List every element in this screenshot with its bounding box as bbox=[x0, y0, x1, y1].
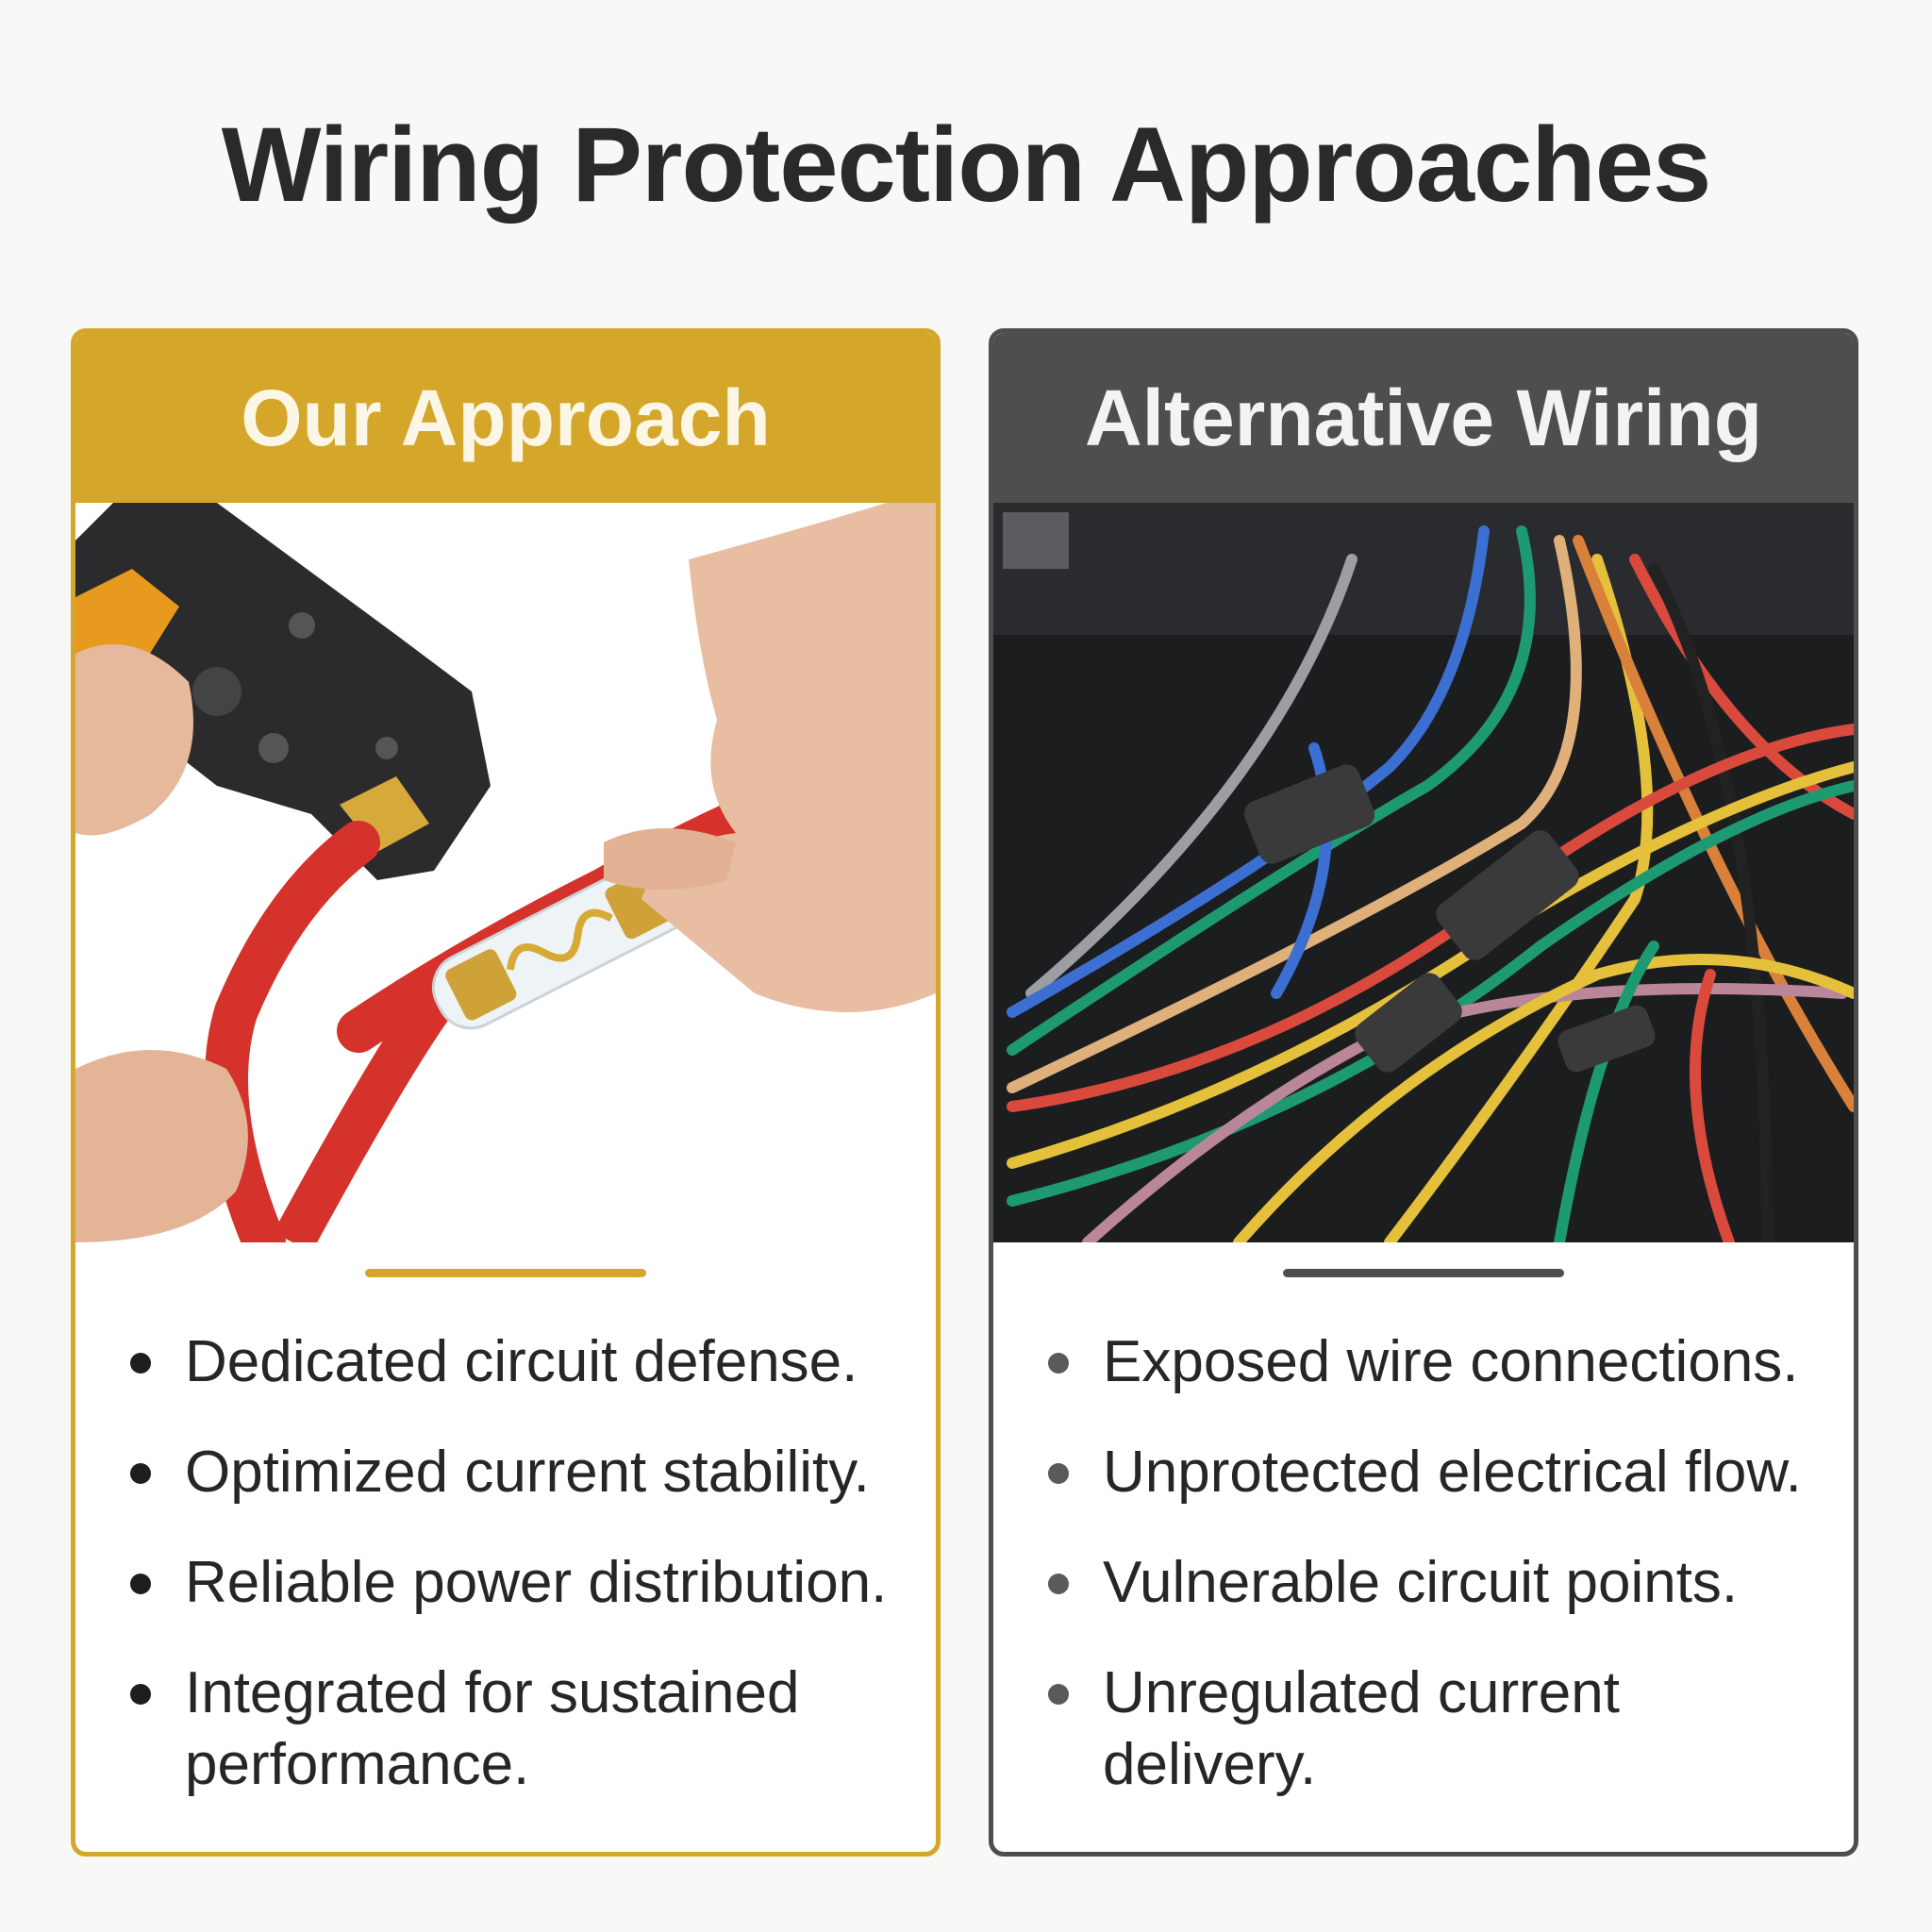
fuse-crimping-illustration bbox=[75, 503, 936, 1242]
fuse-crimping-photo bbox=[75, 503, 936, 1242]
list-item: Reliable power distribution. bbox=[130, 1547, 898, 1619]
bullet-dot-icon bbox=[130, 1463, 151, 1484]
list-item: Integrated for sustained performance. bbox=[130, 1657, 898, 1801]
list-item: Unregulated current delivery. bbox=[1048, 1657, 1816, 1801]
bullet-text: Unprotected electrical flow. bbox=[1103, 1440, 1802, 1505]
bullet-text: Optimized current stability. bbox=[185, 1440, 870, 1505]
list-item: Dedicated circuit defense. bbox=[130, 1326, 898, 1398]
our-approach-bullet-list: Dedicated circuit defense. Optimized cur… bbox=[75, 1326, 936, 1801]
list-item: Vulnerable circuit points. bbox=[1048, 1547, 1816, 1619]
alternative-wiring-bullet-list: Exposed wire connections. Unprotected el… bbox=[993, 1326, 1854, 1801]
alternative-wiring-divider bbox=[1283, 1269, 1564, 1277]
bullet-dot-icon bbox=[130, 1353, 151, 1374]
list-item: Optimized current stability. bbox=[130, 1437, 898, 1508]
alternative-wiring-header: Alternative Wiring bbox=[993, 333, 1854, 503]
bullet-dot-icon bbox=[1048, 1463, 1069, 1484]
page-title: Wiring Protection Approaches bbox=[221, 106, 1712, 224]
list-item: Unprotected electrical flow. bbox=[1048, 1437, 1816, 1508]
our-approach-card: Our Approach bbox=[71, 328, 941, 1857]
bullet-text: Dedicated circuit defense. bbox=[185, 1329, 858, 1394]
bullet-dot-icon bbox=[1048, 1353, 1069, 1374]
bullet-dot-icon bbox=[130, 1684, 151, 1705]
bullet-text: Integrated for sustained performance. bbox=[185, 1660, 800, 1797]
bullet-text: Unregulated current delivery. bbox=[1103, 1660, 1620, 1797]
bullet-dot-icon bbox=[130, 1574, 151, 1594]
our-approach-divider bbox=[365, 1269, 646, 1277]
tangled-wires-photo bbox=[993, 503, 1854, 1242]
bullet-text: Exposed wire connections. bbox=[1103, 1329, 1799, 1394]
alternative-wiring-card: Alternative Wiring bbox=[989, 328, 1858, 1857]
bullet-text: Reliable power distribution. bbox=[185, 1550, 888, 1615]
tangled-wires-illustration bbox=[993, 503, 1854, 1242]
bullet-text: Vulnerable circuit points. bbox=[1103, 1550, 1739, 1615]
our-approach-header: Our Approach bbox=[75, 333, 936, 503]
bullet-dot-icon bbox=[1048, 1684, 1069, 1705]
bullet-dot-icon bbox=[1048, 1574, 1069, 1594]
list-item: Exposed wire connections. bbox=[1048, 1326, 1816, 1398]
